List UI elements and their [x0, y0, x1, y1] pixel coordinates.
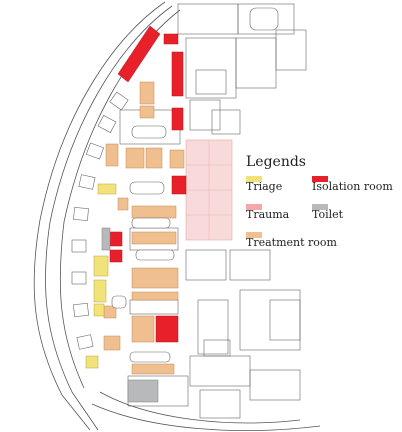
legend-label-trauma: Trauma [246, 208, 290, 221]
treatment-swatch [246, 232, 262, 238]
triage-swatch [246, 176, 262, 182]
toilet-swatch [312, 204, 328, 210]
legend-item-treatment: Treatment room [246, 230, 366, 249]
trauma-swatch [246, 204, 262, 210]
toilet-rooms [101, 227, 159, 403]
isolation-swatch [312, 176, 328, 182]
legend-label-treatment: Treatment room [246, 236, 337, 249]
legend-label-toilet: Toilet [312, 208, 344, 221]
round-bays [111, 125, 175, 363]
legend-item-trauma: Trauma [246, 202, 306, 221]
legend-item-toilet: Toilet [312, 202, 396, 221]
legend-label-triage: Triage [246, 180, 283, 193]
legend: Legends Triage Isolation room Trauma Toi… [246, 154, 396, 254]
curved-bays [71, 91, 129, 350]
legend-item-isolation: Isolation room [312, 174, 396, 193]
isolation-rooms [109, 25, 187, 343]
triage-rooms [85, 183, 117, 369]
legend-label-isolation: Isolation room [312, 180, 393, 193]
treatment-rooms [103, 81, 185, 375]
legend-title: Legends [246, 154, 306, 170]
legend-item-triage: Triage [246, 174, 306, 193]
